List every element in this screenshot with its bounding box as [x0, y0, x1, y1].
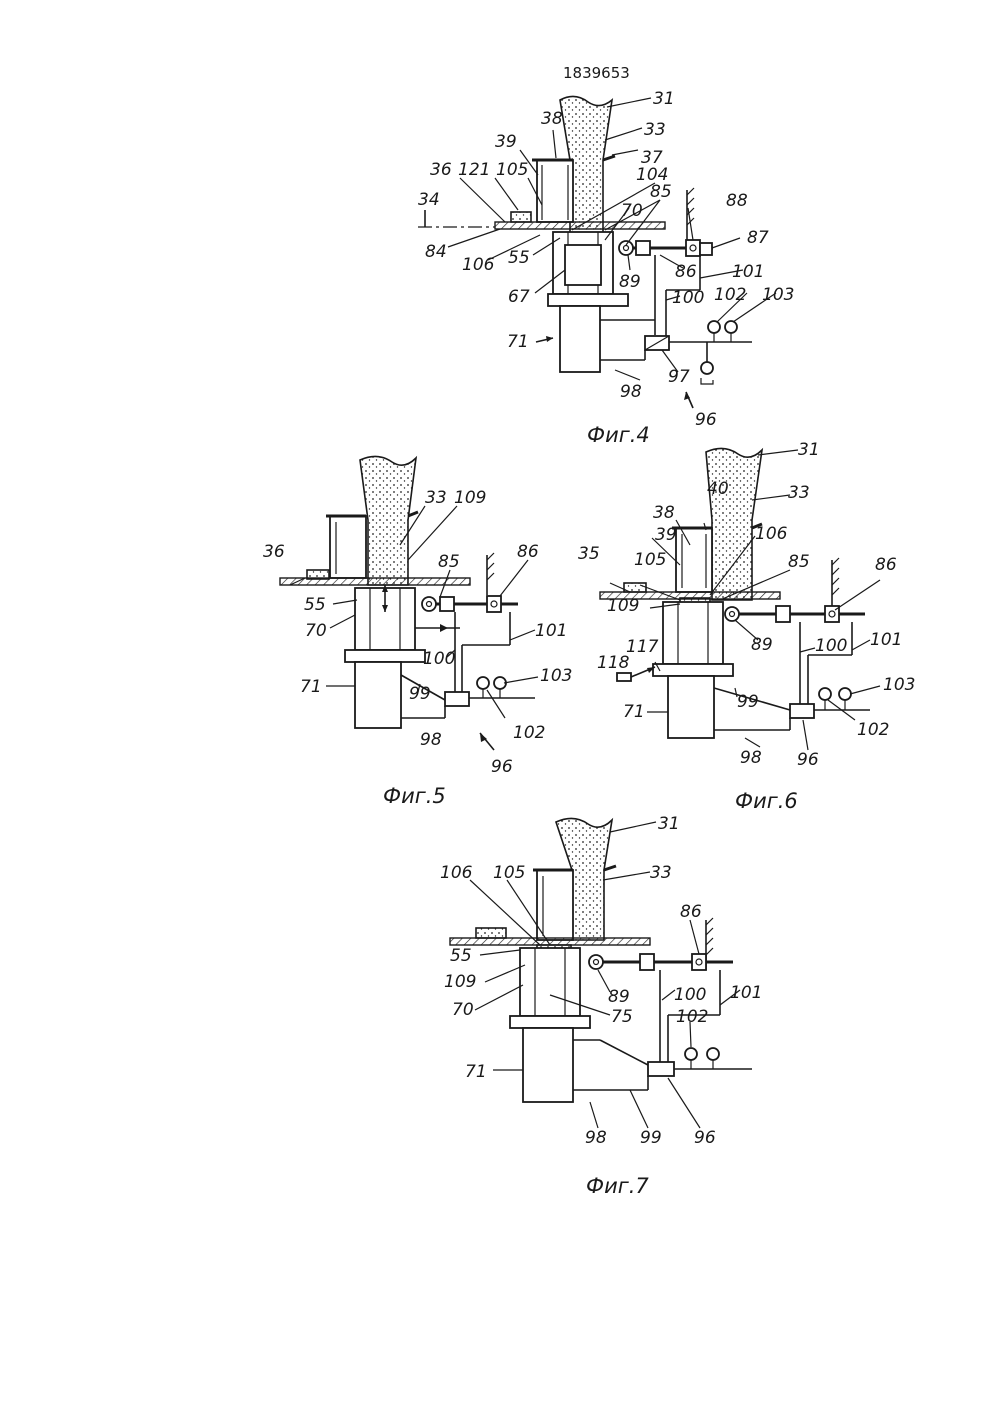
- fig4-caption: Фиг.4: [587, 423, 650, 447]
- fig7-label-86: 86: [680, 902, 702, 922]
- fig6-label-85: 85: [788, 552, 810, 572]
- fig5-label-71: 71: [300, 677, 322, 697]
- fig6-label-118: 118: [597, 653, 630, 673]
- fig4-label-38: 38: [541, 109, 563, 129]
- fig4-label-70: 70: [621, 201, 643, 221]
- fig7-label-99: 99: [640, 1128, 662, 1148]
- fig7-label-98: 98: [585, 1128, 607, 1148]
- fig5-label-33: 33: [425, 488, 447, 508]
- fig7-label-101: 101: [730, 983, 762, 1003]
- fig6-label-31: 31: [798, 440, 820, 460]
- fig4-label-101: 101: [732, 262, 764, 282]
- fig6-label-89: 89: [751, 635, 773, 655]
- fig7-label-100: 100: [674, 985, 706, 1005]
- patent-number: 1839653: [563, 64, 630, 82]
- fig4-label-31: 31: [653, 89, 675, 109]
- fig7-label-109: 109: [444, 972, 476, 992]
- fig7-label-55: 55: [450, 946, 472, 966]
- fig7-label-71: 71: [465, 1062, 487, 1082]
- fig7-label-31: 31: [658, 814, 680, 834]
- fig4-label-34: 34: [418, 190, 440, 210]
- fig5-label-100: 100: [423, 649, 455, 669]
- fig6-label-106: 106: [755, 524, 788, 544]
- fig4-label-67: 67: [508, 287, 530, 307]
- fig6-label-71: 71: [623, 702, 645, 722]
- fig4-label-100: 100: [672, 288, 704, 308]
- fig4-label-36: 36: [430, 160, 452, 180]
- fig4-label-97: 97: [668, 367, 690, 387]
- fig5-label-102: 102: [513, 723, 545, 743]
- fig5-label-109: 109: [454, 488, 486, 508]
- fig4-label-96: 96: [695, 410, 717, 430]
- fig6-label-38: 38: [653, 503, 675, 523]
- fig4-label-106: 106: [462, 255, 495, 275]
- fig6-label-117: 117: [626, 637, 659, 657]
- fig4-label-86: 86: [675, 262, 697, 282]
- fig6-label-98: 98: [740, 748, 762, 768]
- fig4-label-98: 98: [620, 382, 642, 402]
- fig4-label-85: 85: [650, 182, 672, 202]
- fig6-label-102: 102: [857, 720, 889, 740]
- fig6-label-35: 35: [578, 544, 600, 564]
- fig6-label-39: 39: [655, 525, 677, 545]
- fig7-label-102: 102: [676, 1007, 708, 1027]
- fig5-label-101: 101: [535, 621, 567, 641]
- fig5-label-98: 98: [420, 730, 442, 750]
- fig4-label-105: 105: [496, 160, 528, 180]
- fig4-label-39: 39: [495, 132, 517, 152]
- figure-5: 33 109 36 85 86 55 70 101 100 71 99 102 …: [263, 456, 572, 808]
- fig5-caption: Фиг.5: [383, 784, 446, 808]
- fig4-label-55: 55: [508, 248, 530, 268]
- fig5-label-85: 85: [438, 552, 460, 572]
- fig6-label-86: 86: [875, 555, 897, 575]
- fig5-label-55: 55: [304, 595, 326, 615]
- fig7-label-89: 89: [608, 987, 630, 1007]
- fig4-label-71: 71: [507, 332, 529, 352]
- fig5-label-99: 99: [409, 684, 431, 704]
- fig6-label-96: 96: [797, 750, 819, 770]
- fig6-caption: Фиг.6: [735, 789, 798, 813]
- figure-4: 31 38 33 39 37 36 121 105 104 34 85 70 8…: [418, 89, 794, 447]
- fig6-label-33: 33: [788, 483, 810, 503]
- fig5-label-96: 96: [491, 757, 513, 777]
- fig6-label-103: 103: [883, 675, 915, 695]
- fig6-label-99: 99: [737, 692, 759, 712]
- fig4-label-103: 103: [762, 285, 794, 305]
- fig4-label-87: 87: [747, 228, 769, 248]
- fig4-label-88: 88: [726, 191, 748, 211]
- fig5-label-103: 103: [540, 666, 572, 686]
- fig7-label-70: 70: [452, 1000, 474, 1020]
- fig5-label-70: 70: [305, 621, 327, 641]
- fig4-label-89: 89: [619, 272, 641, 292]
- fig6-label-109: 109: [607, 596, 639, 616]
- fig6-label-100: 100: [815, 636, 847, 656]
- fig6-label-105: 105: [634, 550, 666, 570]
- fig4-label-33: 33: [644, 120, 666, 140]
- fig7-label-33: 33: [650, 863, 672, 883]
- figure-6: 31 40 33 38 39 106 35 105 85 86 109 89 1…: [578, 440, 915, 813]
- figure-7: 31 33 106 105 86 55 89 100 101 109 102 7…: [440, 814, 762, 1198]
- fig7-label-106: 106: [440, 863, 473, 883]
- fig7-label-75: 75: [611, 1007, 633, 1027]
- fig5-label-36: 36: [263, 542, 285, 562]
- fig4-label-121: 121: [458, 160, 490, 180]
- fig6-label-101: 101: [870, 630, 902, 650]
- fig5-label-86: 86: [517, 542, 539, 562]
- fig7-label-105: 105: [493, 863, 525, 883]
- fig7-caption: Фиг.7: [586, 1174, 649, 1198]
- fig6-label-40: 40: [707, 479, 729, 499]
- fig4-label-102: 102: [714, 285, 746, 305]
- fig4-label-84: 84: [425, 242, 447, 262]
- fig7-label-96: 96: [694, 1128, 716, 1148]
